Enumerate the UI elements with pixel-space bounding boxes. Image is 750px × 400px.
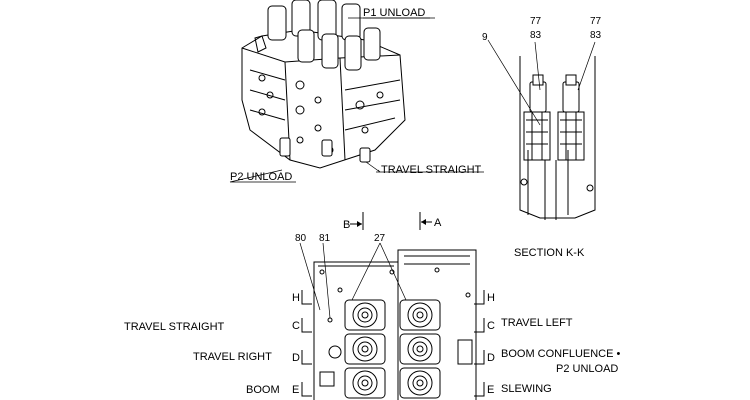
part-number-77-right: 77 <box>590 16 602 27</box>
valve-assembly-isometric <box>229 0 484 183</box>
part-number-27: 27 <box>374 233 386 244</box>
p1-unload-label: P1 UNLOAD <box>363 7 425 19</box>
section-b-marker: B <box>343 219 350 231</box>
solenoid-valve <box>399 299 441 331</box>
part-number-9: 9 <box>482 32 488 43</box>
travel-straight-label-top: TRAVEL STRAIGHT <box>381 164 482 176</box>
solenoid-valve <box>399 333 441 365</box>
p2-unload-label: P2 UNLOAD <box>556 363 618 375</box>
section-kk-drawing <box>487 39 596 220</box>
section-marker-d-left: D <box>292 352 300 364</box>
part-number-77-left: 77 <box>530 16 542 27</box>
part-number-80: 80 <box>295 233 307 244</box>
boom-confluence-label: BOOM CONFLUENCE • <box>501 348 621 360</box>
slewing-label: SLEWING <box>501 383 552 395</box>
travel-right-label: TRAVEL RIGHT <box>193 351 272 363</box>
solenoid-valve <box>344 367 386 399</box>
section-marker-e-left: E <box>292 384 299 396</box>
part-number-83-left: 83 <box>530 30 542 41</box>
solenoid-valve <box>344 299 386 331</box>
section-a-marker: A <box>434 217 442 229</box>
valve-front-view <box>299 212 485 400</box>
travel-straight-label: TRAVEL STRAIGHT <box>124 321 225 333</box>
section-marker-c-right: C <box>487 320 495 332</box>
section-marker-c-left: C <box>292 320 300 332</box>
section-marker-d-right: D <box>487 352 495 364</box>
section-marker-h-right: H <box>487 292 495 304</box>
travel-left-label: TRAVEL LEFT <box>501 317 573 329</box>
boom-label: BOOM <box>246 384 280 396</box>
section-marker-e-right: E <box>487 384 494 396</box>
solenoid-valve <box>399 367 441 399</box>
solenoid-valve <box>344 333 386 365</box>
p2-unload-label-top: P2 UNLOAD <box>230 171 292 183</box>
section-kk-title: SECTION K-K <box>514 247 585 259</box>
part-number-83-right: 83 <box>590 30 602 41</box>
part-number-81: 81 <box>319 233 331 244</box>
section-marker-h-left: H <box>292 292 300 304</box>
